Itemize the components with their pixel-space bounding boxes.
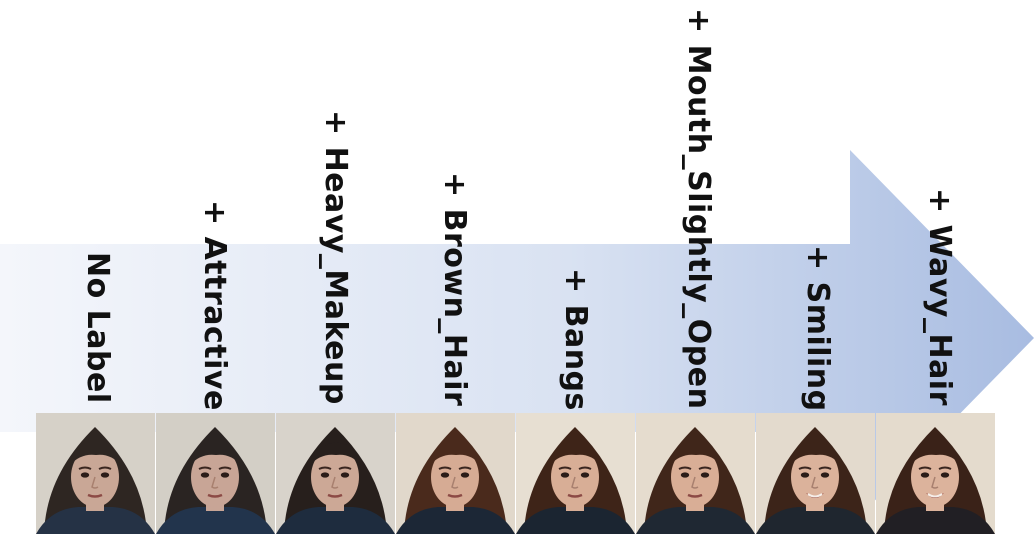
face-image-wavy-hair — [876, 413, 995, 534]
label-bangs: + Bangs — [558, 268, 593, 411]
label-heavy-makeup: + Heavy_Makeup — [318, 110, 353, 405]
face-image-brown-hair — [396, 413, 515, 534]
face-image-bangs — [516, 413, 635, 534]
label-wavy-hair: + Wavy_Hair — [922, 188, 957, 406]
face-image-mouth-slightly-open — [636, 413, 755, 534]
face-image-smiling — [756, 413, 875, 534]
face-image-attractive — [156, 413, 275, 534]
face-image-heavy-makeup — [276, 413, 395, 534]
label-attractive: + Attractive — [197, 200, 232, 411]
face-image-no-label — [36, 413, 155, 534]
label-no-label: No Label — [80, 252, 115, 404]
label-brown-hair: + Brown_Hair — [437, 172, 472, 407]
label-smiling: + Smiling — [800, 245, 835, 412]
label-mouth-slightly-open: + Mouth_Slightly_Open — [681, 8, 716, 410]
